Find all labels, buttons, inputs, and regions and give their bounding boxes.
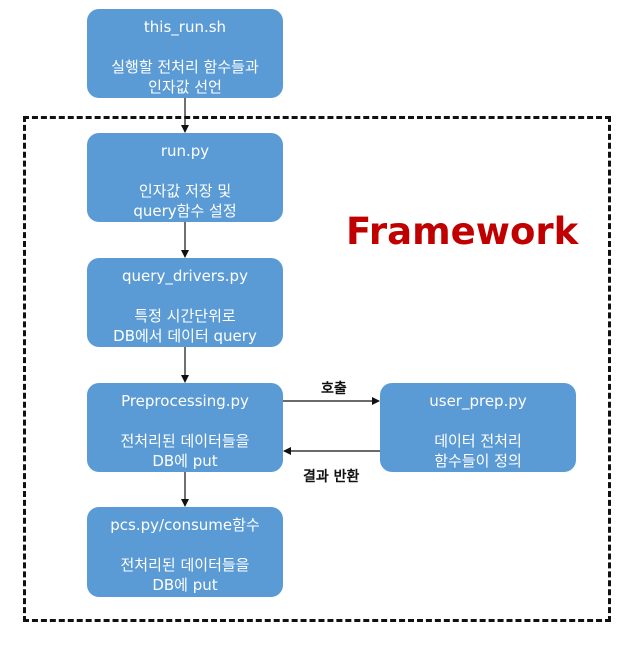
node-title: run.py	[160, 142, 210, 160]
node-this-run: this_run.sh 실행할 전처리 함수들과 인자값 선언	[87, 9, 283, 98]
node-query-drivers: query_drivers.py 특정 시간단위로 DB에서 데이터 query	[87, 258, 283, 347]
node-text-line: 실행할 전처리 함수들과	[111, 58, 259, 76]
node-text-line: DB에 put	[152, 452, 218, 470]
node-text-line: 데이터 전처리	[434, 432, 522, 450]
node-run: run.py 인자값 저장 및 query함수 설정	[87, 133, 283, 222]
node-title: user_prep.py	[429, 392, 527, 410]
node-title: this_run.sh	[143, 18, 227, 36]
node-title: Preprocessing.py	[121, 392, 249, 410]
node-text-line: 인자값 저장 및	[138, 182, 232, 200]
edge-label-return: 결과 반환	[303, 469, 360, 485]
edge-label-call: 호출	[321, 381, 347, 397]
node-text-line: DB에 put	[152, 576, 218, 594]
node-text-line: 특정 시간단위로	[134, 307, 236, 325]
node-pcs-consume: pcs.py/consume함수 전처리된 데이터들을 DB에 put	[87, 507, 283, 597]
node-title: pcs.py/consume함수	[110, 516, 260, 534]
node-title: query_drivers.py	[122, 267, 248, 285]
node-text-line: 전처리된 데이터들을	[120, 556, 250, 574]
node-text-line: 함수들이 정의	[434, 452, 522, 470]
node-text-line: 인자값 선언	[148, 78, 222, 96]
node-text-line: DB에서 데이터 query	[113, 327, 257, 345]
framework-label: Framework	[346, 210, 579, 253]
node-text-line: 전처리된 데이터들을	[120, 432, 250, 450]
node-text-line: query함수 설정	[133, 202, 237, 220]
framework-boundary	[23, 116, 611, 622]
node-preprocessing: Preprocessing.py 전처리된 데이터들을 DB에 put	[87, 383, 283, 472]
node-user-prep: user_prep.py 데이터 전처리 함수들이 정의	[380, 383, 576, 472]
